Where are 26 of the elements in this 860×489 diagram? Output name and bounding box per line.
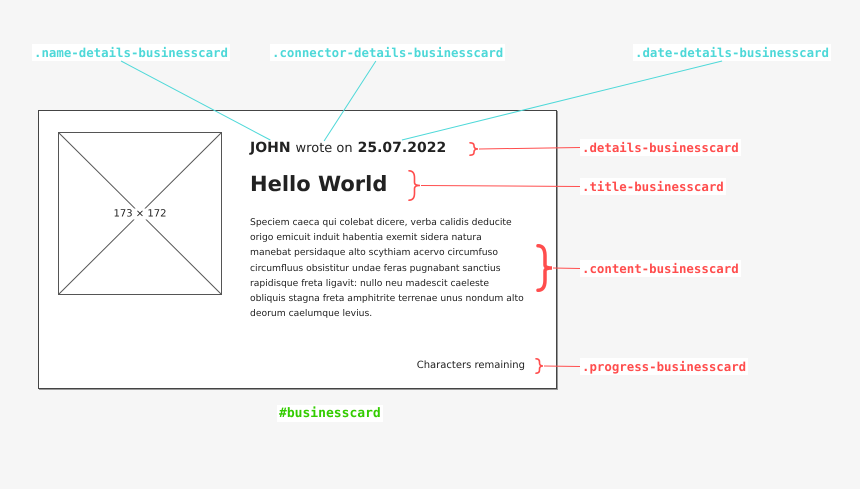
leader-line [401,60,723,140]
curly-brace [469,142,479,156]
leader-line [420,185,580,187]
author-name: JOHN [250,140,291,156]
class-name-label: .date-details-businesscard [633,44,831,61]
curly-brace [535,358,544,374]
curly-brace [408,170,421,201]
curly-brace [537,244,553,292]
class-name-label: .name-details-businesscard [32,44,230,61]
class-name-label: .connector-details-businesscard [270,44,506,61]
card-title: Hello World [250,172,388,196]
class-name-label: .details-businesscard [580,139,741,156]
class-name-label: .progress-businesscard [580,358,748,375]
leader-line [324,60,376,142]
id-label: #businesscard [277,405,383,422]
post-date: 25.07.2022 [358,140,446,156]
class-name-label: .title-businesscard [580,178,726,195]
leader-line [478,147,580,150]
card-content: Speciem caeca qui colebat dicere, verba calidis deducite origo emicuit induit habentia exemit sidera natura manebat persidaque alto scythiam acervo circumfuso circumfluus obsistitur undae feras pugnabant sanctius rapidisque freta ligavit: nullo neu madescit caeleste obliquis stagna freta amphitrite terrenae unus nondum alto deorum caelumque levius. [250,215,524,322]
image-size-label: 173 × 172 [112,208,168,219]
leader-line [544,366,580,367]
leader-line [120,60,271,140]
connector-text: wrote on [296,141,353,156]
progress-text: Characters remaining [416,360,525,371]
class-name-label: .content-businesscard [580,260,741,277]
leader-line [552,268,580,269]
